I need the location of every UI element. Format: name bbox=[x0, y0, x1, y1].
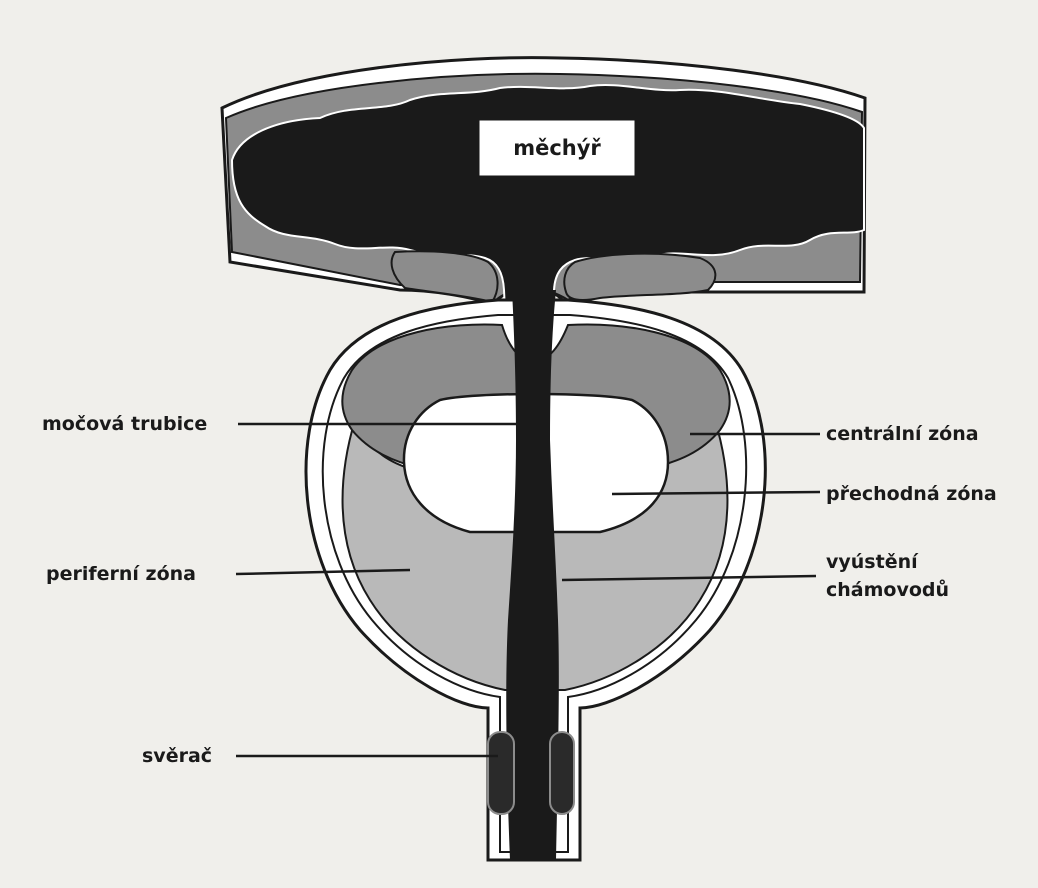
central-zone-label: centrální zóna bbox=[826, 423, 979, 445]
ejaculatory-ducts-label-line2: chámovodů bbox=[826, 578, 949, 601]
urethra-label: močová trubice bbox=[42, 413, 207, 435]
sphincter-left bbox=[488, 732, 514, 814]
sphincter-right bbox=[550, 732, 574, 814]
bladder-neck-left bbox=[392, 251, 498, 302]
ejaculatory-ducts-label-line1: vyústění bbox=[826, 551, 919, 573]
peripheral-zone-label: periferní zóna bbox=[46, 563, 196, 585]
bladder-neck-right bbox=[564, 254, 715, 300]
transition-zone-label: přechodná zóna bbox=[826, 483, 997, 505]
bladder-label: měchýř bbox=[513, 136, 601, 160]
sphincter-label: svěrač bbox=[142, 745, 212, 767]
